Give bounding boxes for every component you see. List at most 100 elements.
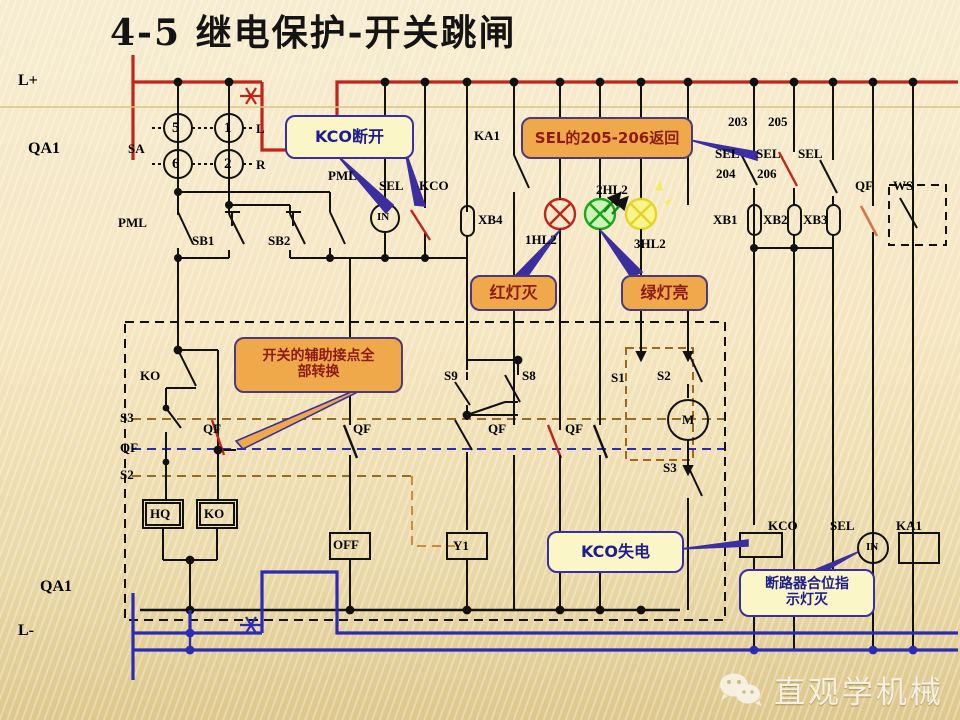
qf-a-label: QF xyxy=(203,421,222,436)
callout-kco-no-power: KCO失电 xyxy=(547,531,684,573)
switchgear-dashed-box xyxy=(124,321,726,621)
ka1-coil-box xyxy=(898,532,940,564)
sa-contact-2-label: 2 xyxy=(224,156,232,172)
xb2-terminal xyxy=(787,204,802,236)
ws-dashed-box xyxy=(888,184,947,246)
ka1-coil-label: KA1 xyxy=(896,518,922,533)
qf-contact-off xyxy=(342,424,359,459)
qf-b-label: QF xyxy=(353,421,372,436)
pml-left-label: PML xyxy=(118,215,147,230)
s3-motor-label: S3 xyxy=(663,460,677,475)
sa-contact-5-label: 5 xyxy=(172,120,180,136)
sa-right-label: R xyxy=(256,157,266,172)
callout-red-lamp-off: 红灯灭 xyxy=(470,275,557,311)
xb3-terminal xyxy=(826,204,841,236)
kco-contact-open xyxy=(409,209,432,241)
lamp-1hl2-label: 1HL2 xyxy=(525,232,557,247)
hq-label: HQ xyxy=(150,506,171,521)
qf-right-contact xyxy=(859,205,879,237)
page-title: 4-5 继电保护-开关跳闸 xyxy=(110,12,517,54)
xb2-label: XB2 xyxy=(763,212,788,227)
pml-right-label: PML xyxy=(328,168,357,183)
transfer-arrow-marks xyxy=(635,351,694,477)
term-203-label: 203 xyxy=(728,114,748,129)
callout-green-lamp-on: 绿灯亮 xyxy=(621,275,708,311)
qf-right-label: QF xyxy=(855,178,874,193)
motor-label: M xyxy=(682,412,695,427)
kco-coil-label: KCO xyxy=(768,518,798,533)
y1-dashed-link xyxy=(411,476,455,547)
label-l-minus: L- xyxy=(18,622,34,639)
label-qa1-bottom: QA1 xyxy=(40,578,72,595)
watermark-text: 直观学机械 xyxy=(774,675,944,711)
term-204-label: 204 xyxy=(716,166,736,181)
term-206-label: 206 xyxy=(757,166,777,181)
sel-b-label: SEL xyxy=(756,146,781,161)
leader-kco-no-power xyxy=(679,539,749,550)
lamp-3hl2-label: 3HL2 xyxy=(634,236,666,251)
s1-label: S1 xyxy=(611,370,625,385)
s9-s8-contacts xyxy=(454,359,521,416)
s9-label: S9 xyxy=(444,368,458,383)
sel-left-label: SEL xyxy=(379,178,404,193)
in-right-label: IN xyxy=(866,541,879,553)
callout-sel-205-206: SEL的205-206返回 xyxy=(521,117,693,159)
label-l-plus: L+ xyxy=(18,72,38,89)
qf-ws-group xyxy=(872,192,918,610)
s3-upper-label: S3 xyxy=(120,410,134,425)
callout-aux-contacts: 开关的辅助接点全 部转换 xyxy=(234,337,403,393)
xb4-label: XB4 xyxy=(478,212,503,227)
sb1-label: SB1 xyxy=(192,233,215,248)
ka1-top-label: KA1 xyxy=(474,128,500,143)
bus-junction-dots xyxy=(173,77,918,87)
y1-branch xyxy=(446,300,488,610)
hq-coil xyxy=(145,502,181,526)
sel-contact-c xyxy=(819,155,838,205)
callout-breaker-lamp-off: 断路器合位指 示灯灭 xyxy=(739,569,875,617)
ko-coil xyxy=(199,502,235,526)
sel-205-206-slash xyxy=(777,151,799,187)
lamp-on-arrows xyxy=(603,191,629,215)
leader-kco-open-b xyxy=(404,149,427,207)
sel-a-label: SEL xyxy=(715,146,740,161)
in-left-label: IN xyxy=(377,211,390,223)
lamp-1hl2 xyxy=(543,197,577,231)
xb3-label: XB3 xyxy=(803,212,828,227)
s8-label: S8 xyxy=(522,368,536,383)
return-bus-dots xyxy=(185,605,646,615)
leader-sel-205 xyxy=(689,139,758,162)
leader-kco-open-a xyxy=(336,154,395,215)
s1-s2-dashed-box xyxy=(625,347,694,461)
off-label: OFF xyxy=(333,537,359,552)
ws-label: WS xyxy=(893,178,914,193)
y1-label: Y1 xyxy=(453,538,469,553)
kco-left-label: KCO xyxy=(419,178,449,193)
qf-contact-c xyxy=(546,424,563,459)
lamp-glow-marks xyxy=(655,180,673,206)
pml-sb-dots xyxy=(174,188,334,262)
sa-label: SA xyxy=(128,141,145,156)
s2-lower-label: S2 xyxy=(120,467,134,482)
s2-motor-label: S2 xyxy=(657,368,671,383)
lamp-2hl2-label: 2HL2 xyxy=(596,182,628,197)
qf-d-label: QF xyxy=(565,421,584,436)
qf-contact-d xyxy=(592,424,609,459)
watermark: 直观学机械 xyxy=(718,667,944,712)
sel-c-label: SEL xyxy=(798,146,823,161)
ko-upper-label: KO xyxy=(140,368,161,383)
leader-green-lamp xyxy=(599,229,644,279)
qf-mid-left-label: QF xyxy=(120,440,139,455)
negative-bus-dots xyxy=(185,628,918,655)
sa-contact-6-label: 6 xyxy=(172,156,180,172)
ko-hq-branch xyxy=(142,300,238,610)
lamp-3hl2 xyxy=(624,197,658,231)
xb1-label: XB1 xyxy=(713,212,738,227)
sa-contact-1-label: 1 xyxy=(224,120,232,136)
term-205-label: 205 xyxy=(768,114,788,129)
callout-kco-open: KCO断开 xyxy=(285,115,414,159)
sb2-label: SB2 xyxy=(268,233,291,248)
sa-left-label: L xyxy=(256,121,265,136)
sel-coil-label: SEL xyxy=(830,518,855,533)
